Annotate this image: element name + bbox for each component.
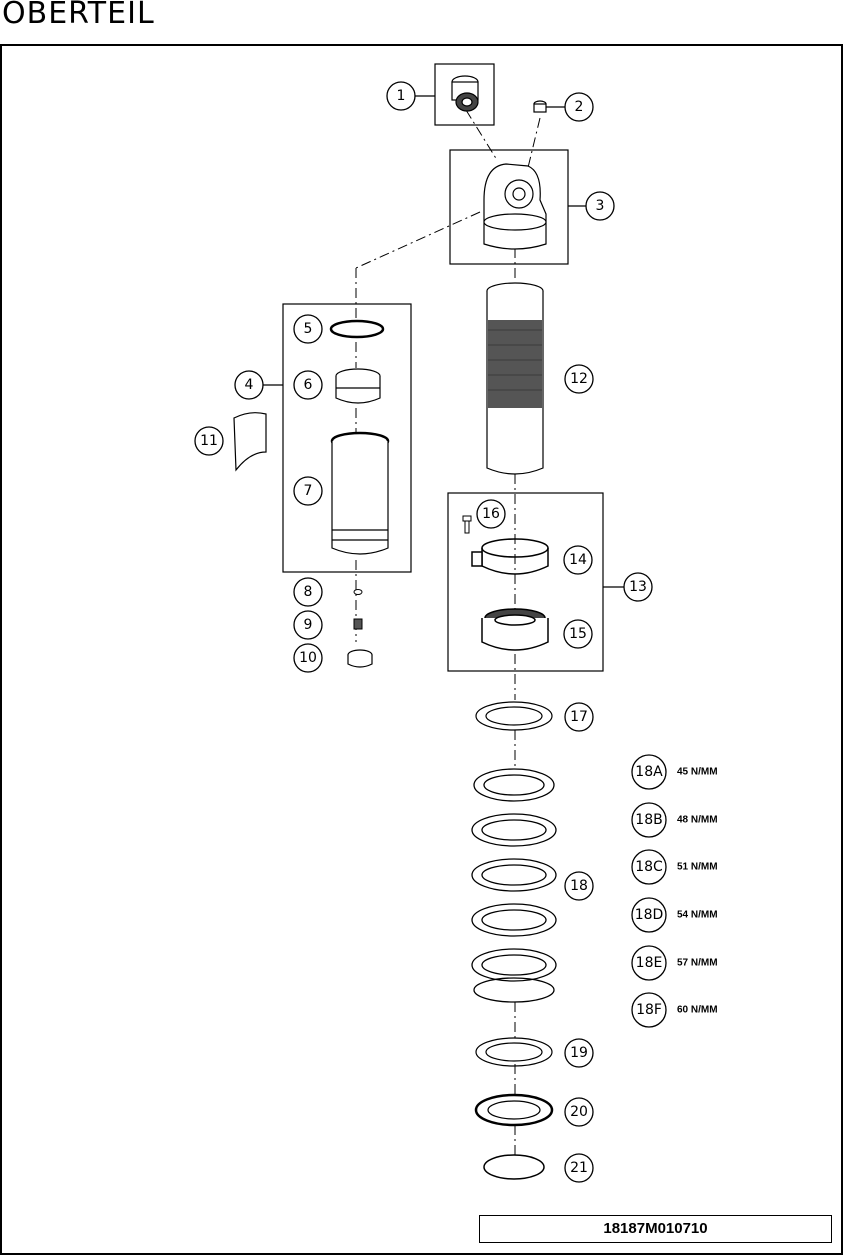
part-sticker <box>233 412 267 472</box>
callout-label: 7 <box>304 483 313 499</box>
callout-17: 17 <box>564 702 594 732</box>
spring-variant-18b: 18B 48 N/MM <box>631 802 718 838</box>
callout-label: 14 <box>569 552 587 568</box>
part-shock-head <box>483 163 547 250</box>
callout-20: 20 <box>564 1097 594 1127</box>
spring-variant-18a: 18A 45 N/MM <box>631 754 718 790</box>
callout-label: 3 <box>596 198 605 214</box>
part-group-box-13 <box>447 492 604 672</box>
part-washer-8 <box>353 589 363 595</box>
callout-1: 1 <box>386 81 416 111</box>
callout-label: 9 <box>304 617 313 633</box>
callout-13: 13 <box>623 572 653 602</box>
part-circlip-21 <box>483 1154 545 1180</box>
spring-variant-18c: 18C 51 N/MM <box>631 849 718 885</box>
variant-label: 18A <box>635 764 663 780</box>
callout-6: 6 <box>293 370 323 400</box>
callout-label: 6 <box>304 377 313 393</box>
callout-2: 2 <box>564 92 594 122</box>
spring-variant-18f: 18F 60 N/MM <box>631 992 718 1028</box>
callout-3: 3 <box>585 191 615 221</box>
callout-label: 1 <box>397 88 406 104</box>
part-screw-16 <box>462 515 472 534</box>
part-valve-9 <box>353 618 363 630</box>
callout-16: 16 <box>476 499 506 529</box>
part-washer-20 <box>474 1093 554 1127</box>
callout-label: 11 <box>200 433 218 449</box>
callout-label: 13 <box>629 579 647 595</box>
variant-label: 18E <box>636 955 663 971</box>
callout-11: 11 <box>194 426 224 456</box>
part-adjusting-ring <box>481 608 549 651</box>
diagram-frame <box>0 44 843 1255</box>
callout-21: 21 <box>564 1153 594 1183</box>
variant-rate: 60 N/MM <box>677 1005 718 1016</box>
callout-9: 9 <box>293 610 323 640</box>
part-clamp-ring <box>471 538 549 575</box>
part-reservoir <box>330 431 390 555</box>
callout-label: 17 <box>570 709 588 725</box>
part-group-box-4 <box>282 303 412 573</box>
callout-label: 5 <box>304 321 313 337</box>
variant-rate: 51 N/MM <box>677 862 718 873</box>
callout-label: 2 <box>575 99 584 115</box>
callout-8: 8 <box>293 577 323 607</box>
callout-5: 5 <box>293 314 323 344</box>
callout-10: 10 <box>293 643 323 673</box>
part-cap-10 <box>347 649 373 668</box>
variant-label: 18F <box>636 1002 662 1018</box>
part-spring <box>471 768 557 1003</box>
part-spring-seat-19 <box>475 1037 553 1067</box>
part-reservoir-cap <box>335 368 381 404</box>
variant-rate: 48 N/MM <box>677 815 718 826</box>
callout-label: 18 <box>570 878 588 894</box>
part-o-ring-5 <box>329 319 385 339</box>
part-spring-seat-17 <box>475 701 553 731</box>
callout-label: 16 <box>482 506 500 522</box>
callout-label: 20 <box>570 1104 588 1120</box>
document-id: 18187M010710 <box>479 1215 832 1243</box>
callout-label: 12 <box>570 371 588 387</box>
callout-15: 15 <box>563 619 593 649</box>
callout-19: 19 <box>564 1038 594 1068</box>
callout-label: 10 <box>299 650 317 666</box>
part-box-3 <box>449 149 569 265</box>
variant-rate: 45 N/MM <box>677 767 718 778</box>
part-adjuster-knob <box>451 75 479 112</box>
callout-12: 12 <box>564 364 594 394</box>
callout-4: 4 <box>234 370 264 400</box>
callout-label: 15 <box>569 626 587 642</box>
callout-14: 14 <box>563 545 593 575</box>
spring-variant-18e: 18E 57 N/MM <box>631 945 718 981</box>
variant-label: 18B <box>635 812 662 828</box>
callout-18: 18 <box>564 871 594 901</box>
variant-rate: 57 N/MM <box>677 958 718 969</box>
variant-label: 18C <box>635 859 663 875</box>
page-title: OBERTEIL <box>2 0 155 31</box>
callout-label: 8 <box>304 584 313 600</box>
callout-label: 4 <box>245 377 254 393</box>
spring-variant-18d: 18D 54 N/MM <box>631 897 718 933</box>
callout-7: 7 <box>293 476 323 506</box>
callout-label: 19 <box>570 1045 588 1061</box>
variant-label: 18D <box>635 907 664 923</box>
part-screw-2 <box>533 100 547 113</box>
part-box-1 <box>434 63 495 126</box>
variant-rate: 54 N/MM <box>677 910 718 921</box>
callout-label: 21 <box>570 1160 588 1176</box>
part-damper-body <box>486 282 544 475</box>
